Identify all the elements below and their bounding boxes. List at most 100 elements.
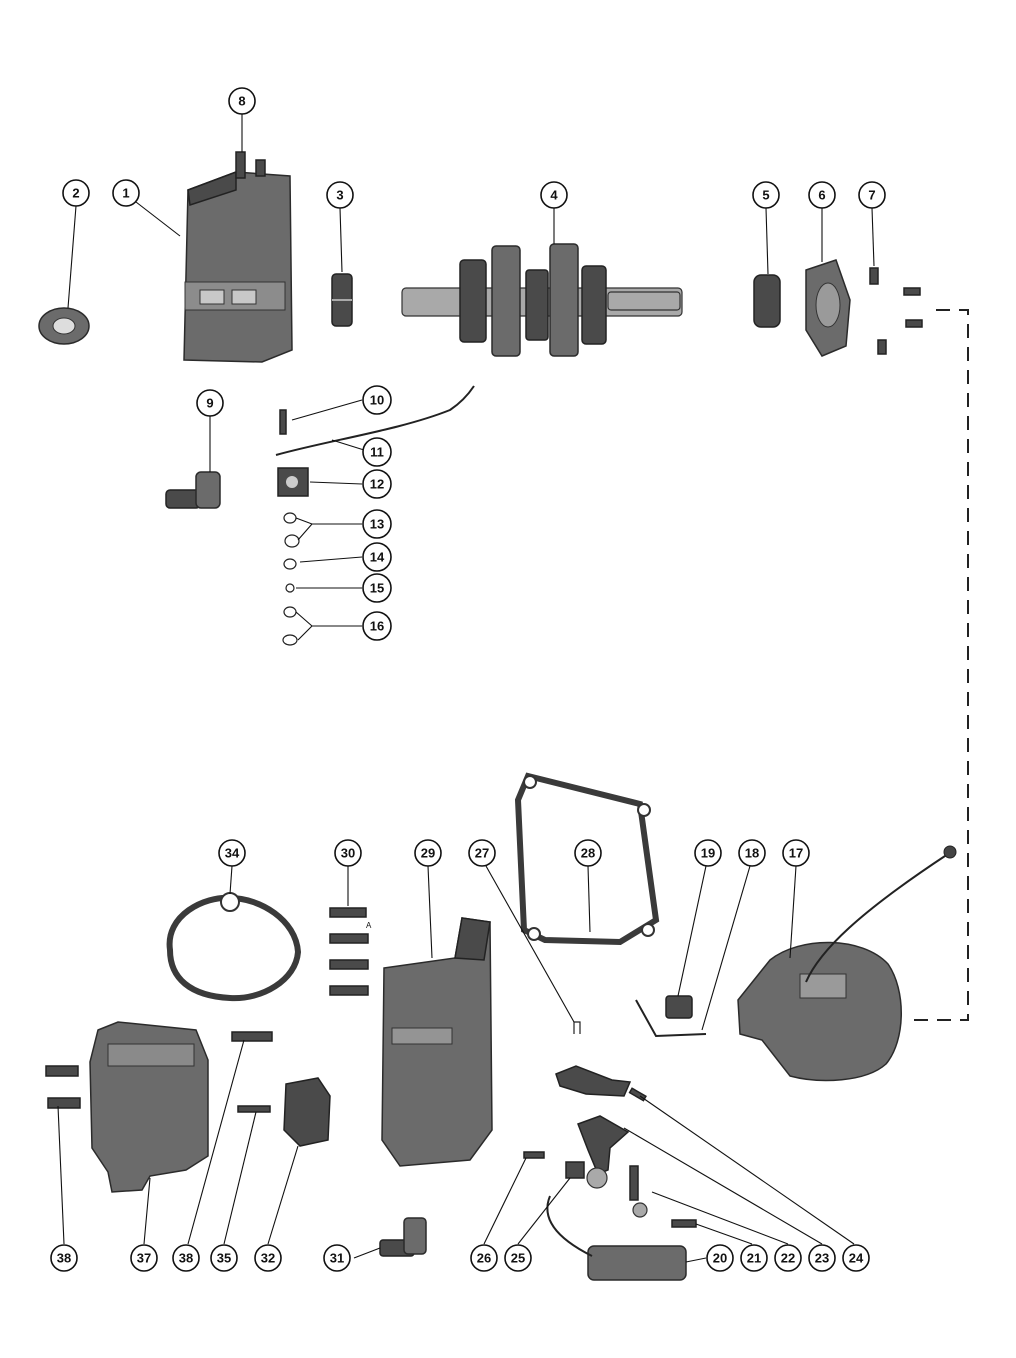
callout-label: 29 — [421, 846, 435, 861]
part-oil-seal — [38, 307, 90, 345]
callout-label: 24 — [849, 1251, 864, 1266]
callout-28: 28 — [574, 839, 602, 867]
part-end-housing — [381, 917, 493, 1167]
part-breaker-arm — [555, 1021, 647, 1102]
callout-label: 32 — [261, 1251, 275, 1266]
dashed-connector — [906, 309, 969, 1021]
part-housing — [89, 1021, 209, 1193]
part-rings — [282, 512, 300, 646]
part-breaker-plate — [523, 1115, 648, 1218]
part-elbow-connector — [379, 1217, 427, 1257]
callout-32: 32 — [254, 1244, 282, 1272]
callout-1: 1 — [112, 179, 140, 207]
callout-label: 18 — [745, 846, 759, 861]
part-flywheel-magneto — [737, 845, 957, 1082]
callout-38-mid: 38 — [172, 1244, 200, 1272]
part-small-screw — [237, 1105, 271, 1113]
part-cylinder-block — [183, 151, 293, 363]
callout-35: 35 — [210, 1244, 238, 1272]
callout-3: 3 — [326, 181, 354, 209]
callout-label: 34 — [225, 846, 240, 861]
callout-label: 7 — [868, 188, 875, 203]
leader-lines — [57, 114, 875, 1263]
part-block — [283, 1077, 331, 1147]
callout-label: 16 — [370, 619, 384, 634]
callout-16: 16 — [362, 611, 392, 641]
callout-31: 31 — [323, 1244, 351, 1272]
callout-18: 18 — [738, 839, 766, 867]
callout-6: 6 — [808, 181, 836, 209]
part-spark-plug-boot — [165, 471, 221, 509]
callout-19: 19 — [694, 839, 722, 867]
callout-label: 28 — [581, 846, 595, 861]
callout-13: 13 — [362, 509, 392, 539]
callout-label: 37 — [137, 1251, 151, 1266]
callout-38-left: 38 — [50, 1244, 78, 1272]
callout-label: 27 — [475, 846, 489, 861]
part-condenser — [546, 1195, 687, 1281]
callout-label: 23 — [815, 1251, 829, 1266]
callout-8: 8 — [228, 87, 256, 115]
callout-label: 22 — [781, 1251, 795, 1266]
callout-label: 38 — [57, 1251, 71, 1266]
part-upper-bearing — [753, 274, 781, 328]
callout-34: 34 — [218, 839, 246, 867]
callout-26: 26 — [470, 1244, 498, 1272]
part-pad — [277, 467, 309, 497]
callout-4: 4 — [540, 181, 568, 209]
callout-label: 1 — [122, 186, 129, 201]
bolt-mark-a: A — [366, 921, 372, 930]
callout-10: 10 — [362, 385, 392, 415]
callout-2: 2 — [62, 179, 90, 207]
callout-label: 17 — [789, 846, 803, 861]
callout-11: 11 — [362, 437, 392, 467]
callout-label: 6 — [818, 188, 825, 203]
callout-label: 11 — [370, 445, 384, 460]
part-screws-left — [45, 1065, 81, 1109]
callout-20: 20 — [706, 1244, 734, 1272]
part-bearing — [331, 273, 353, 327]
part-bolts: A — [329, 907, 372, 996]
callout-label: 20 — [713, 1251, 727, 1266]
part-gasket-large — [514, 772, 660, 946]
callout-12: 12 — [362, 469, 392, 499]
callout-21: 21 — [740, 1244, 768, 1272]
callout-label: 19 — [701, 846, 715, 861]
part-end-cap — [805, 259, 851, 357]
callout-label: 9 — [206, 396, 213, 411]
callout-5: 5 — [752, 181, 780, 209]
callout-22: 22 — [774, 1244, 802, 1272]
part-stud — [231, 1031, 273, 1042]
callout-label: 25 — [511, 1251, 525, 1266]
callout-label: 4 — [550, 188, 558, 203]
callout-7: 7 — [858, 181, 886, 209]
part-bracket — [635, 995, 707, 1038]
callout-label: 5 — [762, 188, 769, 203]
callout-24: 24 — [842, 1244, 870, 1272]
callout-label: 10 — [370, 393, 384, 408]
callout-25: 25 — [504, 1244, 532, 1272]
callout-17: 17 — [782, 839, 810, 867]
callout-label: 35 — [217, 1251, 231, 1266]
callout-label: 3 — [336, 188, 343, 203]
callout-label: 30 — [341, 846, 355, 861]
callout-label: 38 — [179, 1251, 193, 1266]
callout-27: 27 — [468, 839, 496, 867]
part-condenser-screw — [671, 1219, 697, 1228]
callout-label: 2 — [72, 186, 79, 201]
callout-30: 30 — [334, 839, 362, 867]
callout-15: 15 — [362, 573, 392, 603]
callout-label: 8 — [238, 94, 245, 109]
part-wire-lead — [275, 385, 475, 456]
callout-37: 37 — [130, 1244, 158, 1272]
part-end-cap-screws — [869, 267, 923, 355]
callout-14: 14 — [362, 542, 392, 572]
callout-9: 9 — [196, 389, 224, 417]
callout-label: 13 — [370, 517, 384, 532]
callout-label: 21 — [747, 1251, 761, 1266]
part-crankshaft — [401, 243, 683, 357]
callout-label: 31 — [330, 1251, 344, 1266]
part-gasket-small — [166, 892, 302, 1002]
callout-23: 23 — [808, 1244, 836, 1272]
callout-label: 12 — [370, 477, 384, 492]
